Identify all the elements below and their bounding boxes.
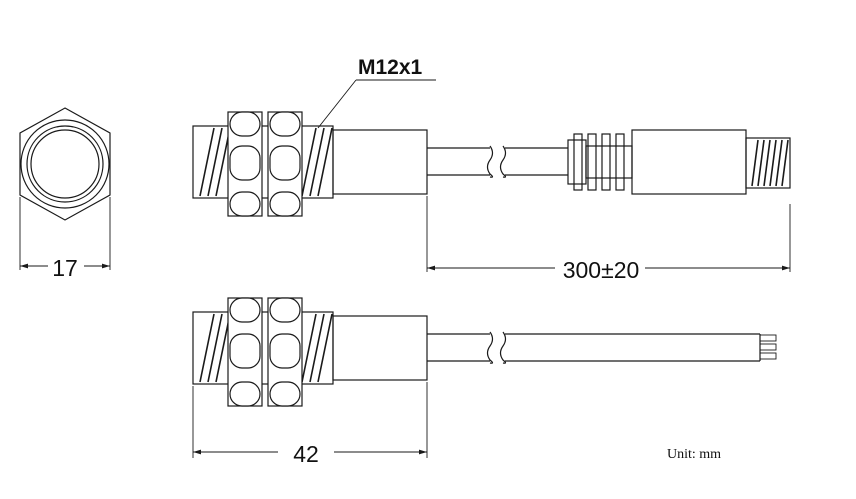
connector-sensor-top: [192, 111, 791, 217]
body-length-dimension: 42: [192, 382, 428, 467]
cable-length-label: 300±20: [563, 257, 640, 283]
unit-label: Unit: mm: [667, 447, 721, 462]
end-view-hex: [19, 107, 111, 221]
cable-length-dimension: 300±20: [426, 196, 791, 283]
thread-callout: M12x1: [317, 56, 436, 129]
nut-2: [267, 111, 303, 217]
cable-sensor-bottom: [192, 297, 777, 407]
thread-spec-label: M12x1: [358, 56, 423, 79]
body-length-label: 42: [293, 441, 319, 467]
nut-3: [227, 297, 263, 407]
hex-width-label: 17: [52, 255, 78, 281]
nut-1: [227, 111, 263, 217]
nut-4: [267, 297, 303, 407]
strain-relief: [567, 133, 633, 191]
wire-ends: [759, 334, 777, 361]
hex-width-dimension: 17: [19, 197, 111, 281]
